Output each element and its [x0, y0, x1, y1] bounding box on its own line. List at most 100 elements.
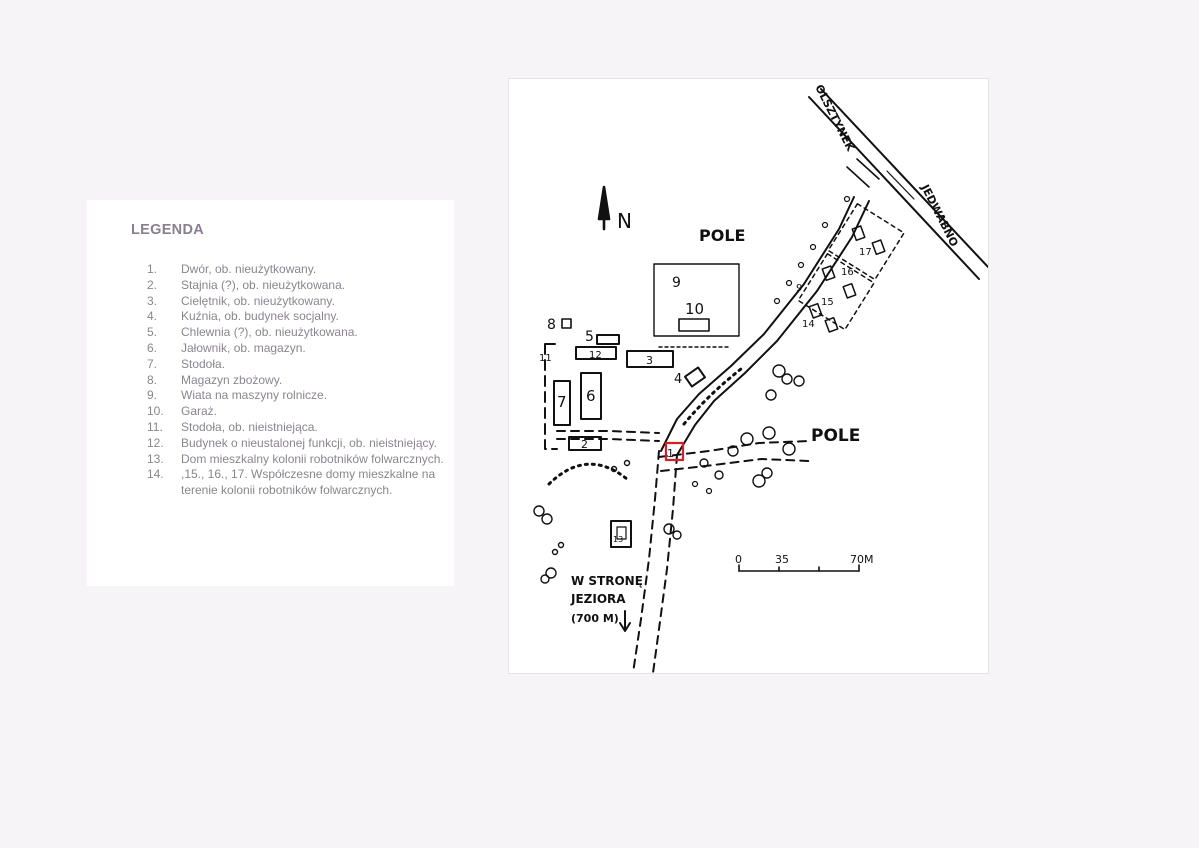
scale-tick-0: 0: [735, 553, 742, 566]
building-1: [664, 441, 685, 462]
building-label-6: 6: [586, 387, 596, 405]
legend-item: 9. Wiata na maszyny rolnicze.: [147, 388, 447, 404]
path-lake: [632, 450, 660, 673]
legend-item-number: 9.: [147, 388, 158, 403]
legend-list: 1. Dwór, ob. nieużytkowany. 2. Stajnia (?),…: [147, 262, 447, 499]
legend-item-number: 3.: [147, 293, 158, 308]
lake-arrow-icon: [619, 610, 631, 632]
building-label-17: 17: [859, 247, 872, 258]
building-label-2: 2: [581, 438, 588, 451]
site-map: N POLE POLE OLSZTYNEK JEDWABNO W STRONĘ …: [533, 82, 988, 673]
legend-item: 8. Magazyn zbożowy.: [147, 373, 447, 389]
road-markers: [691, 195, 851, 495]
legend-item: 5.Chlewnia (?), ob. nieużytkowana.: [147, 325, 447, 341]
legend-item: 14. ,15., 16., 17. Współczesne domy miesz…: [147, 467, 447, 499]
legend-item-text: Stajnia (?), ob. nieużytkowana.: [181, 277, 346, 292]
scale-bar: [738, 564, 860, 572]
building-label-13: 13: [613, 535, 623, 544]
legend-panel: LEGENDA 1. Dwór, ob. nieużytkowany. 2. Staj…: [87, 200, 454, 586]
legend-item-text: ,15., 16., 17. Współczesne domy mieszkal…: [181, 467, 436, 498]
legend-item-text: Cielętnik, ob. nieużytkowany.: [181, 293, 335, 308]
legend-item-text: Kuźnia, ob. budynek socjalny.: [181, 309, 339, 324]
scale-tick-70: 70M: [850, 553, 874, 566]
building-label-9: 9: [672, 275, 681, 291]
legend-item-text: Jałownik, ob. magazyn.: [181, 340, 306, 355]
legend-item: 11. Stodoła, ob. nieistniejąca.: [147, 420, 447, 436]
legend-item: 2. Stajnia (?), ob. nieużytkowana.: [147, 278, 447, 294]
legend-item-number: 11.: [147, 419, 163, 434]
building-label-15: 15: [821, 297, 834, 308]
map-panel: N POLE POLE OLSZTYNEK JEDWABNO W STRONĘ …: [508, 78, 989, 674]
legend-item-number: 14.: [147, 467, 164, 482]
colony-houses: [797, 203, 905, 333]
building-13: [610, 520, 632, 548]
legend-item-text: Stodoła.: [181, 356, 226, 371]
road-main: [660, 196, 855, 452]
scale-tick-35: 35: [775, 553, 789, 566]
building-label-12: 12: [589, 350, 602, 361]
legend-item: 10. Garaż.: [147, 404, 447, 420]
path-east: [658, 440, 810, 458]
building-3: [626, 350, 674, 368]
lake-direction-line-1: W STRONĘ: [571, 574, 643, 588]
legend-item-text: Budynek o nieustalonej funkcji, ob. niei…: [181, 435, 437, 450]
legend-item-number: 13.: [147, 451, 164, 466]
building-label-4: 4: [674, 372, 682, 387]
building-label-14: 14: [802, 319, 815, 330]
road-label-b: JEDWABNO: [918, 182, 961, 249]
north-arrow-icon: [597, 185, 611, 231]
legend-title: LEGENDA: [131, 222, 204, 238]
building-11: [544, 343, 558, 450]
legend-item-number: 2.: [147, 277, 158, 292]
path-west: [556, 430, 660, 434]
building-12: [575, 346, 617, 360]
building-4: [684, 366, 706, 388]
legend-item-number: 7.: [147, 356, 158, 371]
legend-item-text: Stodoła, ob. nieistniejąca.: [181, 419, 318, 434]
trees: [533, 364, 805, 584]
field-label-top: POLE: [699, 226, 745, 245]
legend-item-text: Garaż.: [181, 404, 218, 419]
legend-item: 1. Dwór, ob. nieużytkowany.: [147, 262, 447, 278]
building-5: [596, 334, 620, 345]
building-label-1: 1: [667, 447, 674, 460]
lake-direction-line-2: JEZIORA: [570, 592, 626, 606]
legend-item: 12. Budynek o nieustalonej funkcji, ob. n…: [147, 436, 447, 452]
hedge-row: [547, 462, 629, 486]
building-label-11: 11: [539, 353, 552, 364]
legend-item-number: 10.: [147, 404, 164, 419]
yard-fence: [653, 263, 740, 337]
legend-item-text: Magazyn zbożowy.: [181, 372, 283, 387]
legend-item-text: Wiata na maszyny rolnicze.: [181, 388, 328, 403]
building-8: [561, 318, 572, 329]
building-6: [580, 372, 602, 420]
building-label-5: 5: [585, 329, 594, 345]
lake-direction-line-3: (700 M): [571, 612, 619, 625]
building-2: [568, 436, 602, 451]
building-label-16: 16: [841, 267, 854, 278]
legend-item-number: 12.: [147, 435, 164, 450]
north-label: N: [617, 209, 632, 233]
building-7: [553, 380, 571, 426]
legend-item-number: 4.: [147, 309, 158, 324]
legend-item-number: 6.: [147, 340, 158, 355]
legend-item: 4. Kuźnia, ob. budynek socjalny.: [147, 309, 447, 325]
building-10: [678, 318, 710, 332]
legend-item-number: 8.: [147, 372, 158, 387]
legend-item: 13. Dom mieszkalny kolonii robotników fol…: [147, 452, 447, 468]
building-label-3: 3: [646, 354, 653, 367]
highway: [808, 96, 980, 280]
legend-item-text: Dom mieszkalny kolonii robotników folwar…: [181, 451, 444, 466]
building-label-8: 8: [547, 317, 556, 333]
building-label-9b: 9: [796, 283, 802, 294]
legend-item: 7. Stodoła.: [147, 357, 447, 373]
road-label-a: OLSZTYNEK: [812, 82, 857, 153]
legend-item-number: 5.: [147, 325, 158, 340]
building-label-10: 10: [685, 300, 704, 318]
building-label-7: 7: [557, 393, 567, 411]
field-label-right: POLE: [811, 426, 860, 446]
legend-item: 6. Jałownik, ob. magazyn.: [147, 341, 447, 357]
legend-item-number: 1.: [147, 262, 158, 276]
legend-item: 3. Cielętnik, ob. nieużytkowany.: [147, 294, 447, 310]
legend-item-text: Dwór, ob. nieużytkowany.: [181, 262, 317, 276]
